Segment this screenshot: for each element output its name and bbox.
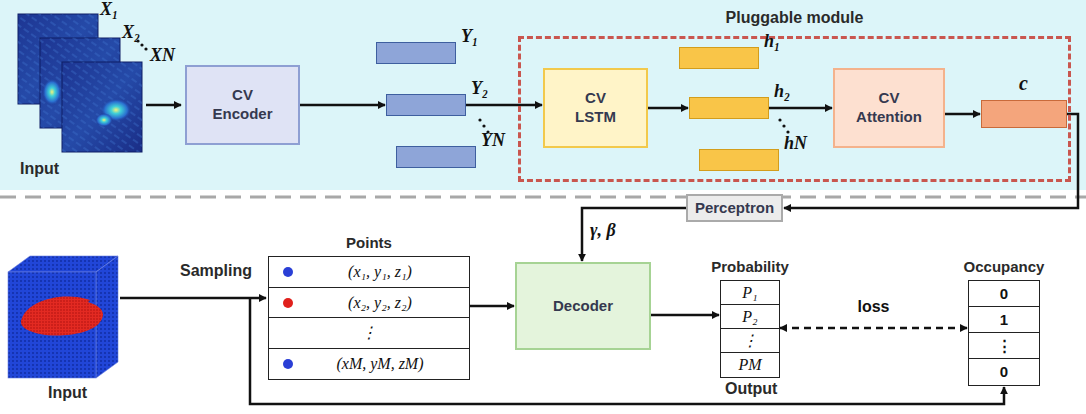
label-text: Decoder xyxy=(553,297,613,316)
module-frame: Pluggable moduleCV LSTMh₁h₂hNCV Attentio… xyxy=(518,36,1071,182)
caption-label: Sampling xyxy=(180,262,252,280)
caption-label: Input xyxy=(48,384,87,402)
caption-label: Input xyxy=(20,160,59,178)
label-text: c xyxy=(1019,73,1028,93)
hidden-state: hN xyxy=(699,149,779,171)
hotspot xyxy=(42,78,62,106)
label-text: (x₁, y₁, z₁) xyxy=(348,264,412,280)
label-text: (x₂, y₂, z₂) xyxy=(348,295,412,311)
points-table: Points(x₁, y₁, z₁)(x₂, y₂, z₂)⋮(xM, yM, … xyxy=(268,256,470,378)
point-dot xyxy=(283,359,293,369)
label-text: P₂ xyxy=(742,309,757,325)
frame xyxy=(62,62,142,152)
table-cell: P₂ xyxy=(720,304,780,330)
connector-arrow xyxy=(945,113,980,116)
label-text: Occupancy xyxy=(928,258,1080,275)
edge-label: γ, β xyxy=(590,220,616,241)
label-text: CV Attention xyxy=(856,89,922,127)
label-text: h₁ xyxy=(764,32,780,50)
label-text: h₂ xyxy=(774,82,790,100)
label-text: ⋮ xyxy=(997,338,1012,353)
input-arrow xyxy=(146,104,181,107)
top-panel xyxy=(0,0,1086,190)
label-text: Pluggable module xyxy=(521,9,1068,27)
hidden-state: h₁ xyxy=(679,47,759,69)
sampling-arrow xyxy=(120,297,266,300)
point-dot xyxy=(283,267,293,277)
label-text: Points xyxy=(228,234,510,251)
label-text: Perceptron xyxy=(695,199,774,218)
label-text: 0 xyxy=(1000,286,1008,301)
occupancy-table: Occupancy01⋮0 xyxy=(968,280,1040,384)
table-cell: 0 xyxy=(968,280,1040,308)
caption-label: Output xyxy=(725,380,777,398)
connector-arrow xyxy=(651,314,719,317)
connector-arrow xyxy=(648,107,688,110)
feature-vector: YN xyxy=(396,146,476,168)
table-cell: (x₁, y₁, z₁) xyxy=(268,256,470,288)
connector-arrow xyxy=(780,327,967,330)
label-text: P₁ xyxy=(742,285,757,301)
table-cell: 0 xyxy=(968,358,1040,386)
occupancy-cube xyxy=(8,256,118,378)
connector-arrow xyxy=(470,305,514,308)
decoder-box: Decoder xyxy=(515,262,651,350)
label-text: (xM, yM, zM) xyxy=(336,356,423,372)
table-cell: ⋮ xyxy=(720,328,780,354)
label-text: 0 xyxy=(1000,364,1008,379)
perceptron-box: Perceptron xyxy=(686,194,783,222)
label-text: YN xyxy=(481,131,505,149)
hidden-state: h₂ xyxy=(689,97,769,119)
table-cell: (xM, yM, zM) xyxy=(268,348,470,380)
edge-label: loss xyxy=(858,298,890,316)
table-cell: ⋮ xyxy=(968,332,1040,360)
feature-vector: Y₁ xyxy=(376,42,456,64)
frame-label: X₁ xyxy=(100,0,118,20)
label-text: Probability xyxy=(680,258,820,275)
connector-arrow xyxy=(582,208,686,261)
table-cell: PM xyxy=(720,352,780,378)
frame-texture xyxy=(62,62,142,152)
frame-label: XN xyxy=(150,46,175,66)
probability-table: ProbabilityP₁P₂⋮PM xyxy=(720,280,780,376)
encoder-box: CV Encoder xyxy=(185,65,300,145)
input-frames xyxy=(18,14,142,152)
point-dot xyxy=(283,298,293,308)
label-text: CV LSTM xyxy=(575,89,616,127)
table-cell: P₁ xyxy=(720,280,780,306)
connector-arrow xyxy=(300,104,385,107)
context-vector: c xyxy=(981,100,1067,128)
lstm-box: CV LSTM xyxy=(543,68,648,148)
table-cell: 1 xyxy=(968,306,1040,334)
table-cell: ⋮ xyxy=(268,317,470,349)
connector-arrow xyxy=(466,104,542,107)
connector-arrow xyxy=(769,107,832,110)
label-text: ⋮ xyxy=(742,333,758,349)
hotspot xyxy=(95,113,113,127)
frame-label: X₂ xyxy=(122,23,140,43)
label-text: Y₂ xyxy=(471,79,488,97)
label-text: hN xyxy=(784,134,807,152)
label-text: CV Encoder xyxy=(212,86,272,124)
label-text: PM xyxy=(738,357,761,373)
label-text: 1 xyxy=(1000,312,1008,327)
attention-box: CV Attention xyxy=(833,68,945,148)
ellipsis-dots xyxy=(136,39,789,133)
separator-line xyxy=(0,196,1086,199)
label-text: Y₁ xyxy=(461,27,478,45)
table-cell: (x₂, y₂, z₂) xyxy=(268,287,470,319)
feature-vector: Y₂ xyxy=(386,94,466,116)
label-text: ⋮ xyxy=(361,325,377,341)
